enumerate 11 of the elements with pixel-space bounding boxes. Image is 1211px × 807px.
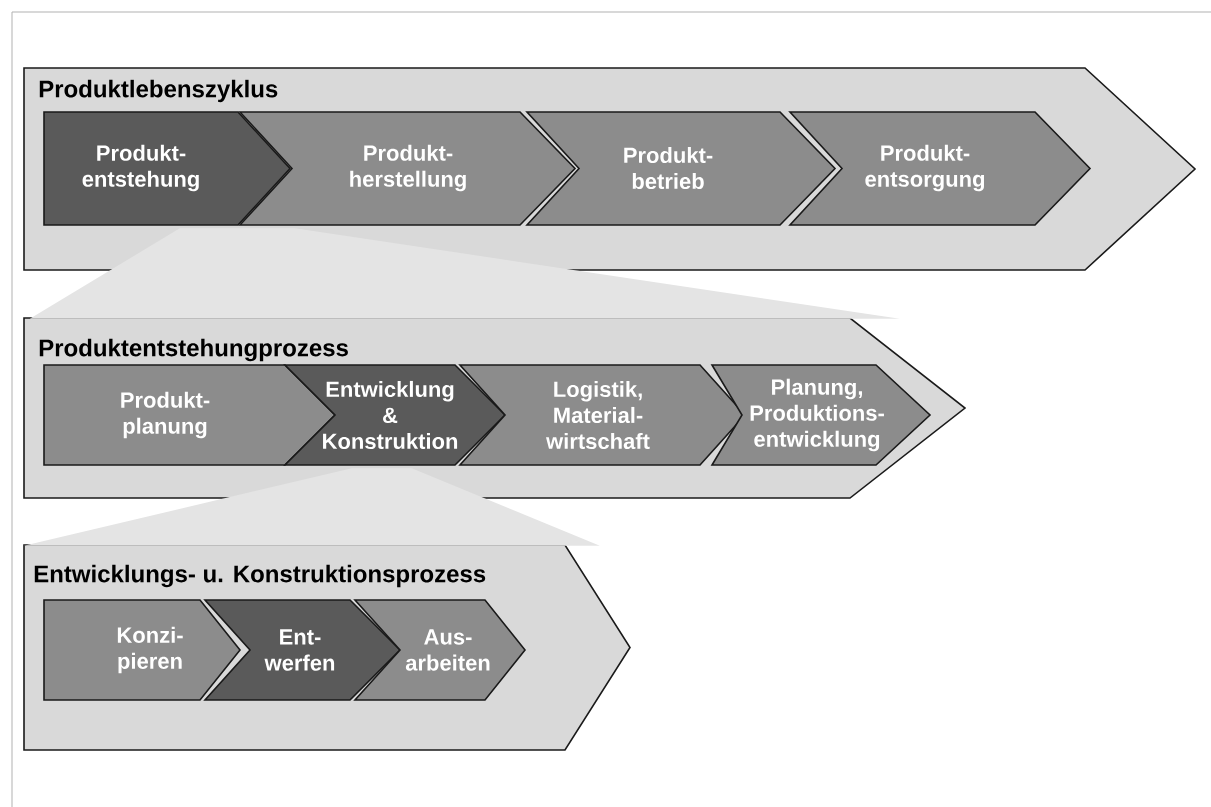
chevron-step: Aus- arbeiten [353,599,527,701]
zoom-funnel [29,228,900,319]
chevron-step: Produkt- betrieb [525,111,837,226]
chevron-step: Produkt- entsorgung [788,111,1092,226]
chevron-step: Ent- werfen [203,599,402,701]
chevron-step: Logistik, Material- wirtschaft [458,364,747,466]
chevron-step: Produkt- herstellung [238,111,577,226]
chevron-step: Entwicklung & Konstruktion [283,364,507,466]
chevron-step: Planung, Produktions- entwicklung [710,364,932,466]
chevron-step: Konzi- pieren [43,599,242,701]
zoom-funnel [23,468,600,546]
